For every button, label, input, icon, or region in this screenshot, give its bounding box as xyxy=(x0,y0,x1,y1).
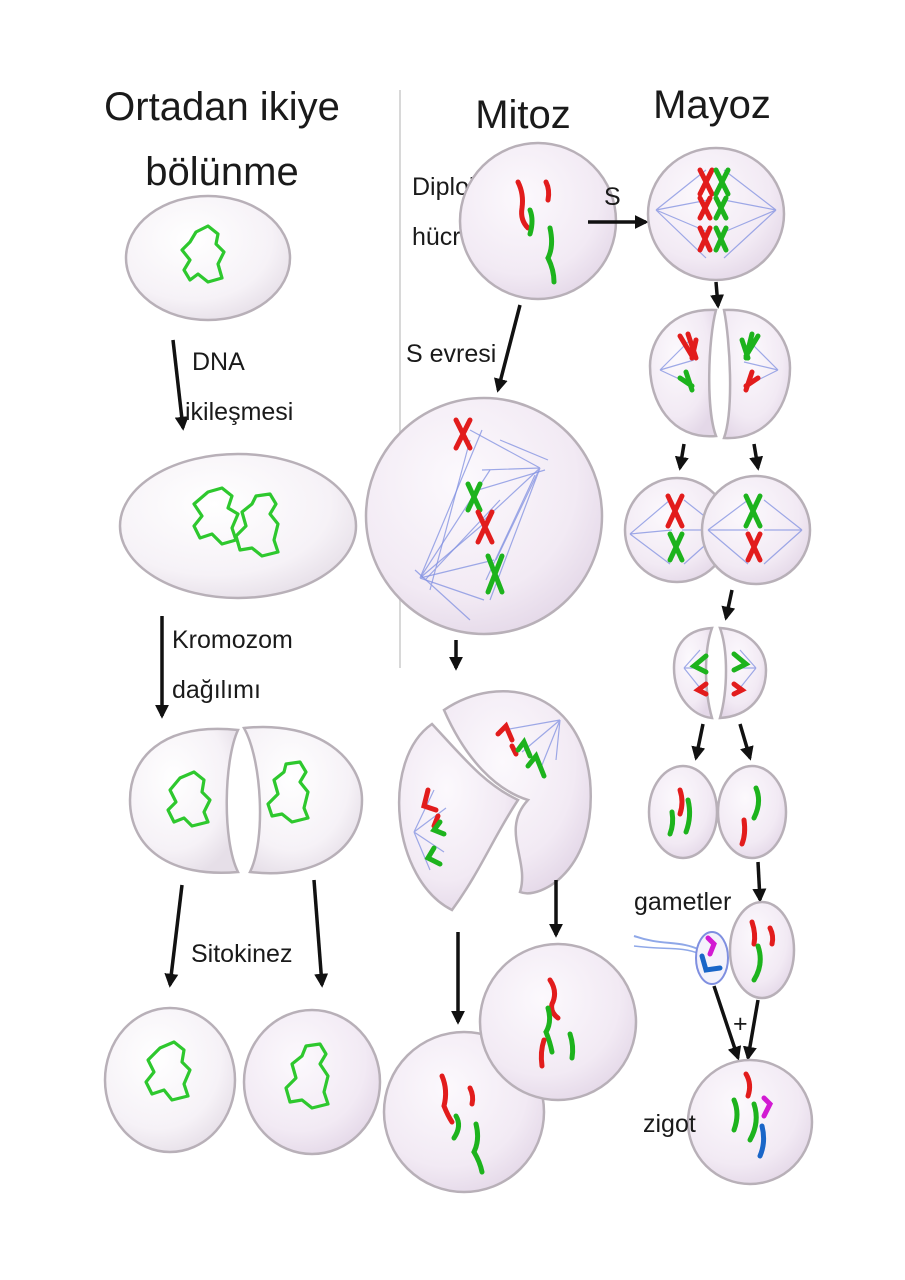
arrow-to-gamete xyxy=(752,861,767,903)
label-plus: + xyxy=(733,1010,748,1038)
label-kromozom-line2: dağılımı xyxy=(172,676,261,704)
label-s: S xyxy=(604,183,621,211)
arrow-dna-replication xyxy=(171,339,189,431)
arrow-meiosis-3 xyxy=(721,589,736,621)
binary-fission-title-line2: bölünme xyxy=(145,150,298,194)
label-dna-line2: ikileşmesi xyxy=(185,398,293,426)
arrow-egg-to-zygote xyxy=(743,999,760,1061)
meiosis-title: Mayoz xyxy=(653,83,771,127)
arrow-meiosis-4a xyxy=(691,723,706,761)
chromosome-green xyxy=(465,481,483,513)
bacterium-cell-1 xyxy=(124,194,292,322)
arrow-cytokinesis-left xyxy=(164,884,184,988)
meiosis-cell-2 xyxy=(648,308,792,440)
label-zigot: zigot xyxy=(643,1110,696,1138)
meiosis-cell-4 xyxy=(672,626,768,720)
meiosis-column: Mayoz S xyxy=(588,83,814,1186)
arrow-meiosis-4b xyxy=(738,723,754,761)
binary-fission-title-line1: Ortadan ikiye xyxy=(104,85,340,129)
arrow-meiosis-1 xyxy=(710,281,725,309)
mitosis-anaphase-cell xyxy=(397,690,592,912)
label-gametler: gametler xyxy=(634,888,731,916)
arrow-meiosis-2a xyxy=(674,443,689,471)
dna-loop xyxy=(266,760,310,824)
bacterium-daughter-cell-left xyxy=(103,1006,237,1154)
spindle-fibers xyxy=(414,429,549,621)
dna-loop xyxy=(192,486,240,546)
sperm-cell xyxy=(633,931,729,985)
dna-loop xyxy=(234,492,280,558)
arrow-meiosis-2b xyxy=(749,443,764,471)
haploid-cell-left xyxy=(647,764,719,860)
dna-loop xyxy=(180,224,226,284)
arrow-s-phase xyxy=(494,304,522,393)
label-sitokinez: Sitokinez xyxy=(191,940,292,968)
dna-loop xyxy=(144,1040,192,1102)
bacterium-cell-2 xyxy=(118,452,358,600)
bacterium-daughter-cell-right xyxy=(242,1008,382,1156)
mitosis-daughter-cell-right xyxy=(478,942,638,1102)
label-s-evresi: S evresi xyxy=(406,340,496,368)
arrow-cytokinesis-right xyxy=(312,879,329,988)
chromosome-red xyxy=(453,417,473,451)
label-dna-line1: DNA xyxy=(192,348,245,376)
mitosis-metaphase-cell xyxy=(364,396,604,636)
mitosis-column: Mitoz Diploid hücre S evresi xyxy=(364,93,638,1194)
dna-loop xyxy=(284,1042,330,1110)
chromosome-green xyxy=(485,553,505,595)
diploid-cell xyxy=(458,141,618,301)
meiosis-cell-1 xyxy=(646,146,786,282)
meiosis-cell-3b xyxy=(700,474,812,586)
zygote-cell xyxy=(686,1058,814,1186)
binary-fission-column: Ortadan ikiye bölünme DNA ikileşmesi Kro… xyxy=(103,85,382,1156)
chromosome-red xyxy=(475,509,495,545)
dna-loop xyxy=(166,770,212,828)
label-kromozom-line1: Kromozom xyxy=(172,626,293,654)
haploid-cell-right xyxy=(716,764,788,860)
mitosis-title: Mitoz xyxy=(475,93,571,137)
egg-cell xyxy=(728,900,796,1000)
bacterium-cell-dividing xyxy=(128,725,364,875)
arrow-sperm-to-zygote xyxy=(712,985,742,1061)
